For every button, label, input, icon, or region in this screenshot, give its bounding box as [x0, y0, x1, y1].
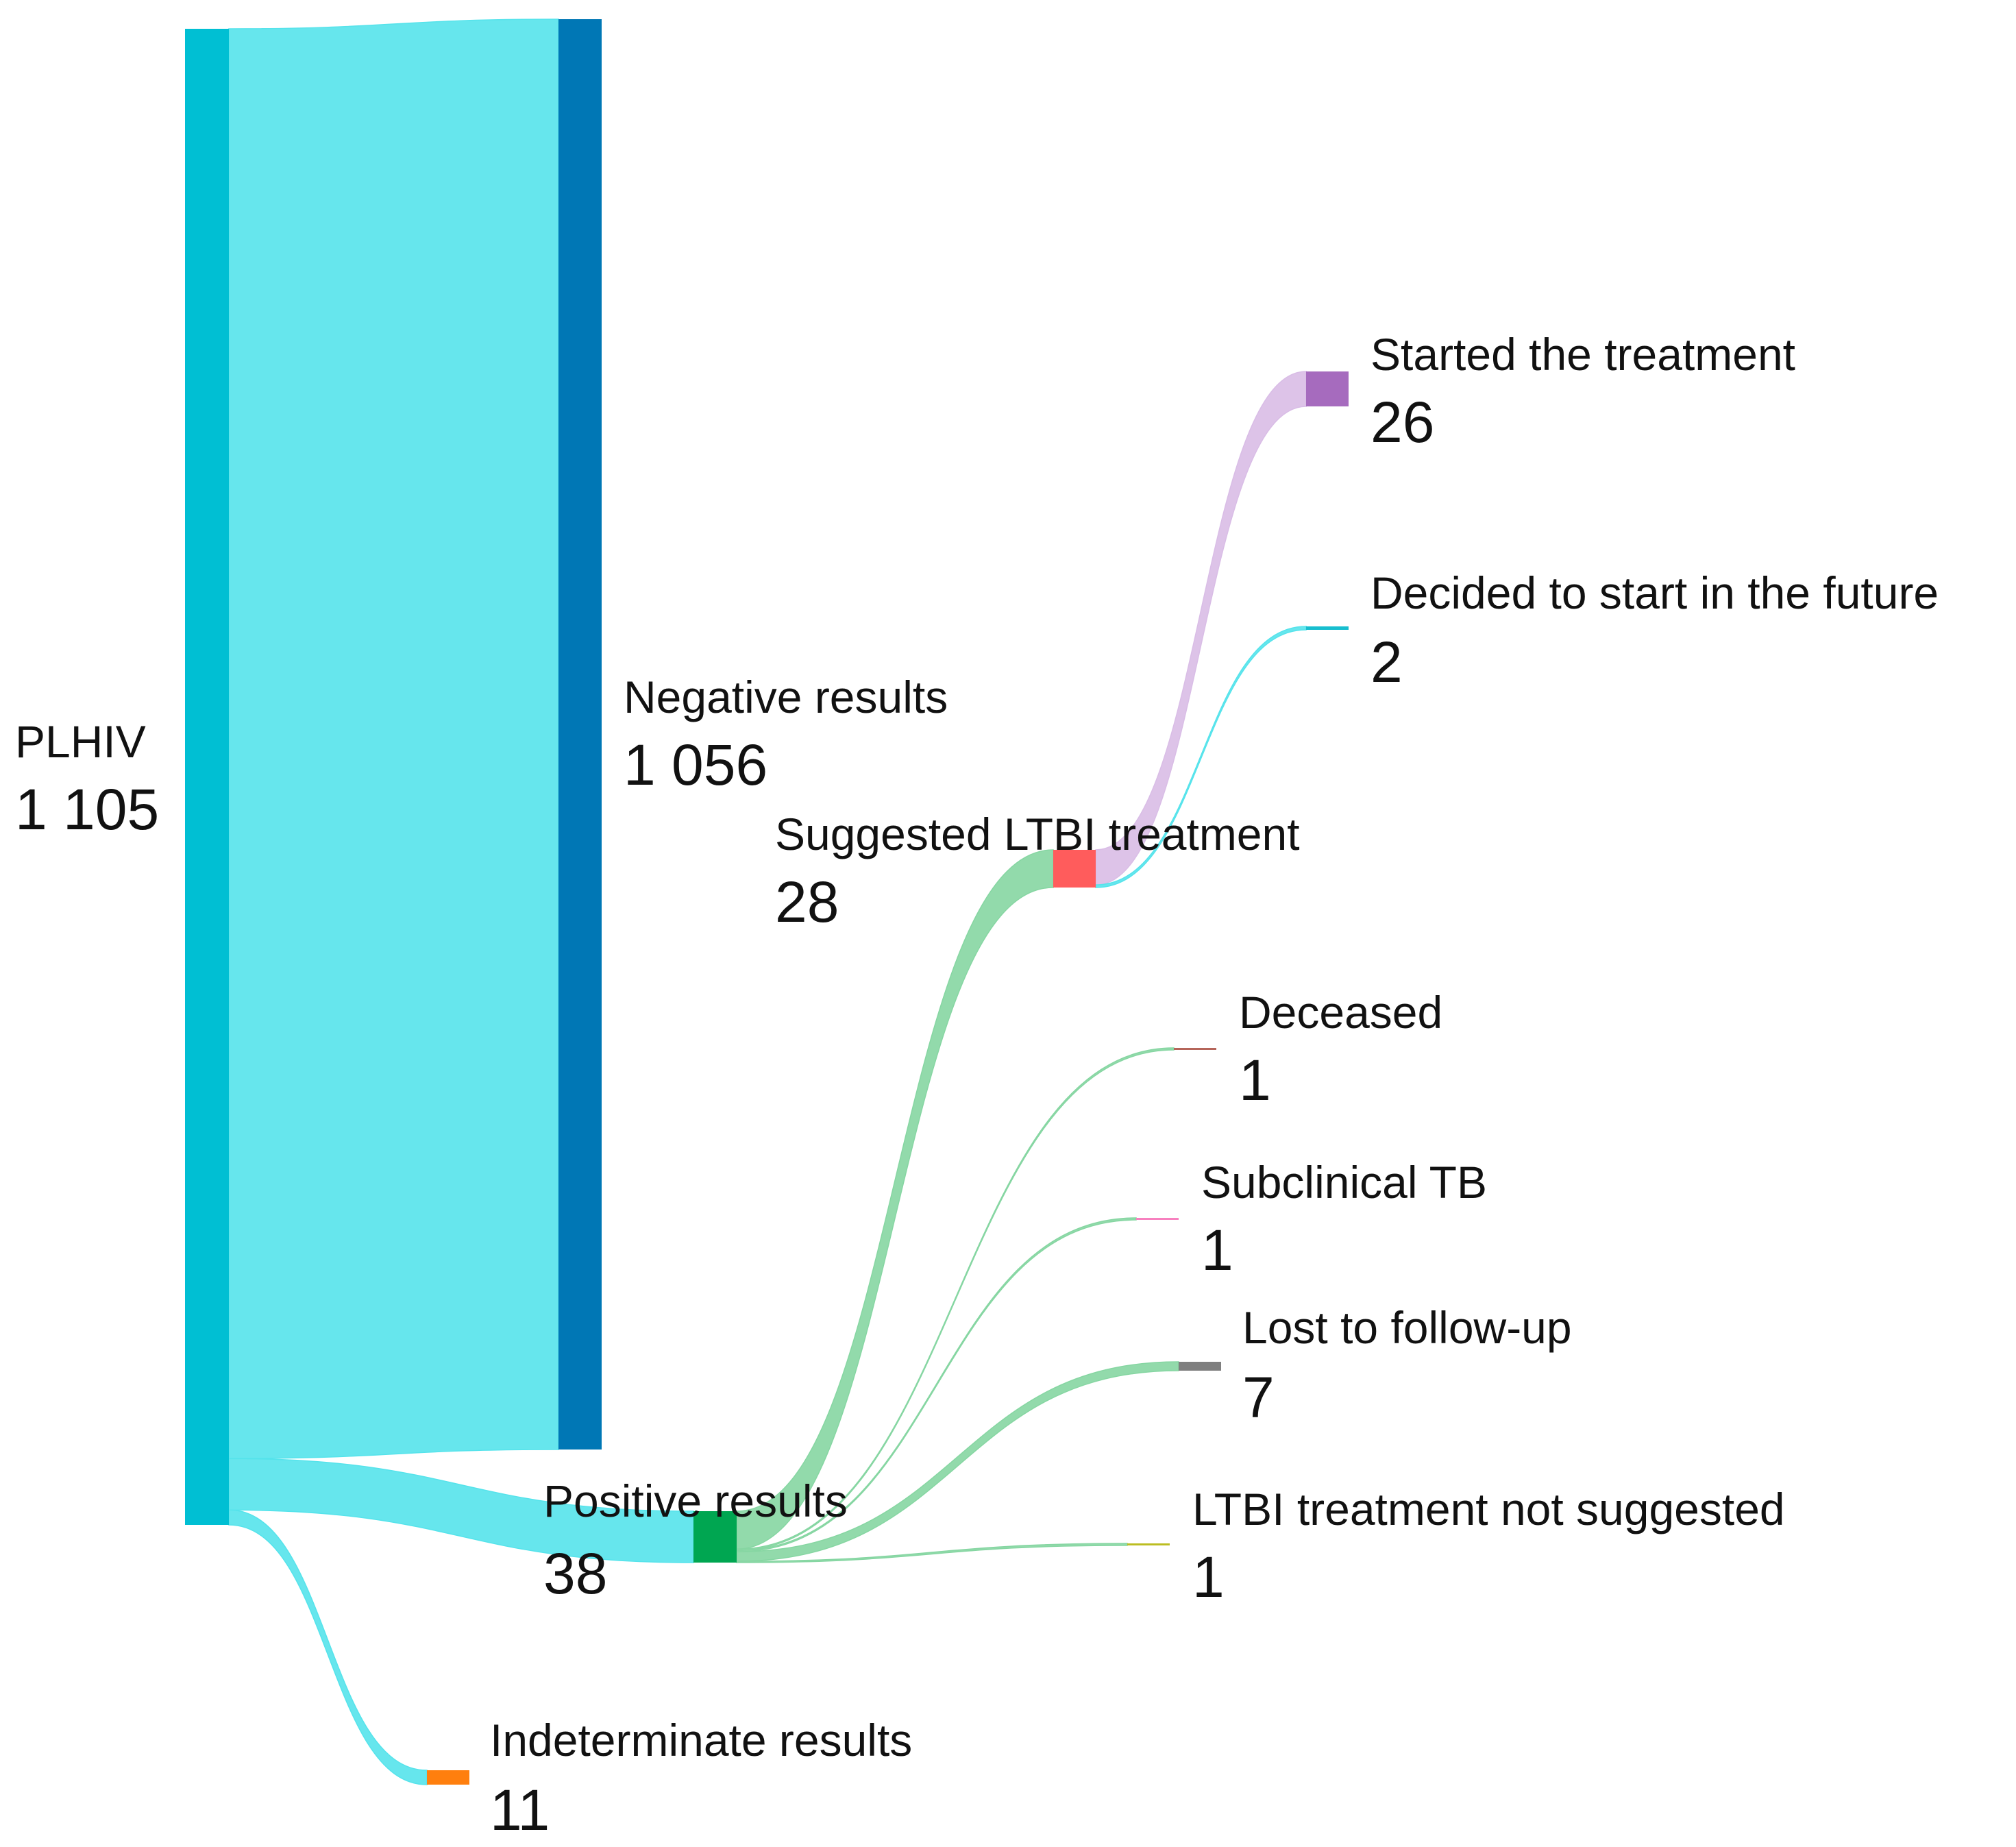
label-positive: Positive results — [543, 1476, 848, 1526]
value-indeterminate: 11 — [490, 1778, 550, 1842]
label-future: Decided to start in the future — [1370, 567, 1939, 618]
label-not_suggested: LTBI treatment not suggested — [1192, 1484, 1785, 1534]
node-suggested — [1053, 850, 1096, 888]
node-plhiv — [185, 29, 229, 1525]
node-started — [1306, 371, 1349, 406]
value-started: 26 — [1370, 390, 1434, 454]
label-indeterminate: Indeterminate results — [490, 1715, 912, 1765]
label-deceased: Deceased — [1239, 987, 1442, 1038]
label-negative: Negative results — [624, 672, 948, 722]
link-positive-to-suggested — [736, 849, 1054, 1550]
link-plhiv-to-negative — [228, 19, 559, 1459]
value-not_suggested: 1 — [1192, 1545, 1225, 1609]
link-plhiv-to-indeterminate — [228, 1509, 428, 1785]
sankey-links — [228, 19, 1307, 1785]
label-subclinical: Subclinical TB — [1201, 1157, 1487, 1208]
value-subclinical: 1 — [1201, 1218, 1233, 1282]
node-deceased — [1174, 1048, 1216, 1050]
value-suggested: 28 — [775, 870, 839, 934]
node-negative — [558, 19, 602, 1450]
node-indeterminate — [427, 1770, 469, 1785]
value-negative: 1 056 — [624, 733, 767, 797]
node-lost — [1179, 1362, 1221, 1371]
node-positive — [693, 1511, 737, 1563]
label-plhiv: PLHIV — [15, 716, 146, 767]
node-subclinical — [1136, 1218, 1179, 1220]
value-plhiv: 1 105 — [15, 777, 159, 842]
node-future — [1306, 626, 1349, 630]
sankey-labels: PLHIV 1 105 Negative results 1 056Positive … — [15, 329, 1939, 1842]
label-suggested: Suggested LTBI treatment — [775, 809, 1300, 859]
value-lost: 7 — [1242, 1365, 1275, 1430]
value-future: 2 — [1370, 630, 1403, 694]
sankey-nodes — [185, 19, 1349, 1785]
label-lost: Lost to follow-up — [1242, 1302, 1572, 1353]
value-positive: 38 — [543, 1541, 607, 1606]
node-not_suggested — [1127, 1543, 1170, 1545]
link-suggested-to-started — [1095, 371, 1307, 885]
value-deceased: 1 — [1239, 1048, 1271, 1112]
label-started: Started the treatment — [1370, 329, 1795, 380]
